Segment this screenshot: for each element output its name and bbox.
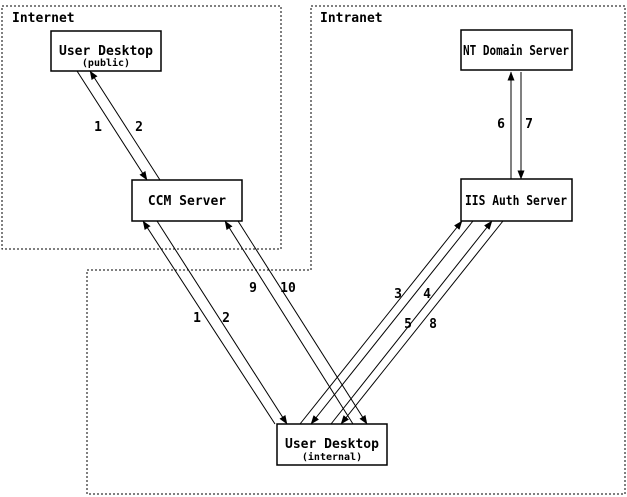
edge-label-2-public: 2 <box>135 120 143 135</box>
edge-1-public-desktop-to-ccm <box>76 70 148 181</box>
node-user-desktop-public-box <box>50 30 162 72</box>
edge-2-ccm-to-public-desktop <box>89 70 161 181</box>
intranet-zone-border <box>86 5 626 495</box>
edge-9-internal-desktop-to-ccm <box>224 220 354 425</box>
node-user-desktop-internal-sublabel: (internal) <box>302 451 362 463</box>
edge-2-ccm-to-internal-desktop <box>156 220 288 425</box>
edge-label-5: 5 <box>404 317 412 332</box>
edge-3-internal-desktop-to-iis <box>299 220 463 425</box>
node-iis-auth-server-label: IIS Auth Server <box>465 194 567 209</box>
node-user-desktop-internal: User Desktop (internal) <box>276 423 388 466</box>
intranet-zone-label: Intranet <box>320 11 383 26</box>
node-ccm-server-box <box>131 179 243 222</box>
node-user-desktop-internal-box <box>276 423 388 466</box>
edge-label-6: 6 <box>497 117 505 132</box>
node-nt-domain-server-box <box>460 29 573 71</box>
edge-10-ccm-to-internal-desktop <box>237 220 368 425</box>
node-user-desktop-internal-label: User Desktop <box>285 437 379 452</box>
edge-label-4: 4 <box>423 287 431 302</box>
node-ccm-server-label: CCM Server <box>148 194 226 209</box>
node-nt-domain-server-label: NT Domain Server <box>463 44 569 59</box>
internet-zone-label: Internet <box>12 11 75 26</box>
node-user-desktop-public-label: User Desktop <box>59 44 153 59</box>
node-iis-auth-server: IIS Auth Server <box>460 178 573 222</box>
edge-label-1-public: 1 <box>94 120 102 135</box>
node-ccm-server: CCM Server <box>131 179 243 222</box>
edge-label-1-internal: 1 <box>193 311 201 326</box>
node-user-desktop-public: User Desktop (public) <box>50 30 162 72</box>
edge-4-iis-to-internal-desktop <box>310 220 474 425</box>
node-iis-auth-server-box <box>460 178 573 222</box>
node-nt-domain-server: NT Domain Server <box>460 29 573 71</box>
edge-label-2-internal: 2 <box>222 311 230 326</box>
internet-zone-border <box>1 5 282 250</box>
edge-label-3: 3 <box>394 287 402 302</box>
edge-8-iis-to-internal-desktop <box>340 220 504 425</box>
edge-label-7: 7 <box>525 117 533 132</box>
edge-5-internal-desktop-to-iis <box>330 220 493 425</box>
edge-label-10: 10 <box>280 281 296 296</box>
edge-1-internal-desktop-to-ccm <box>142 220 276 425</box>
edge-label-9: 9 <box>249 281 257 296</box>
node-user-desktop-public-sublabel: (public) <box>82 57 130 69</box>
edge-label-8: 8 <box>429 317 437 332</box>
